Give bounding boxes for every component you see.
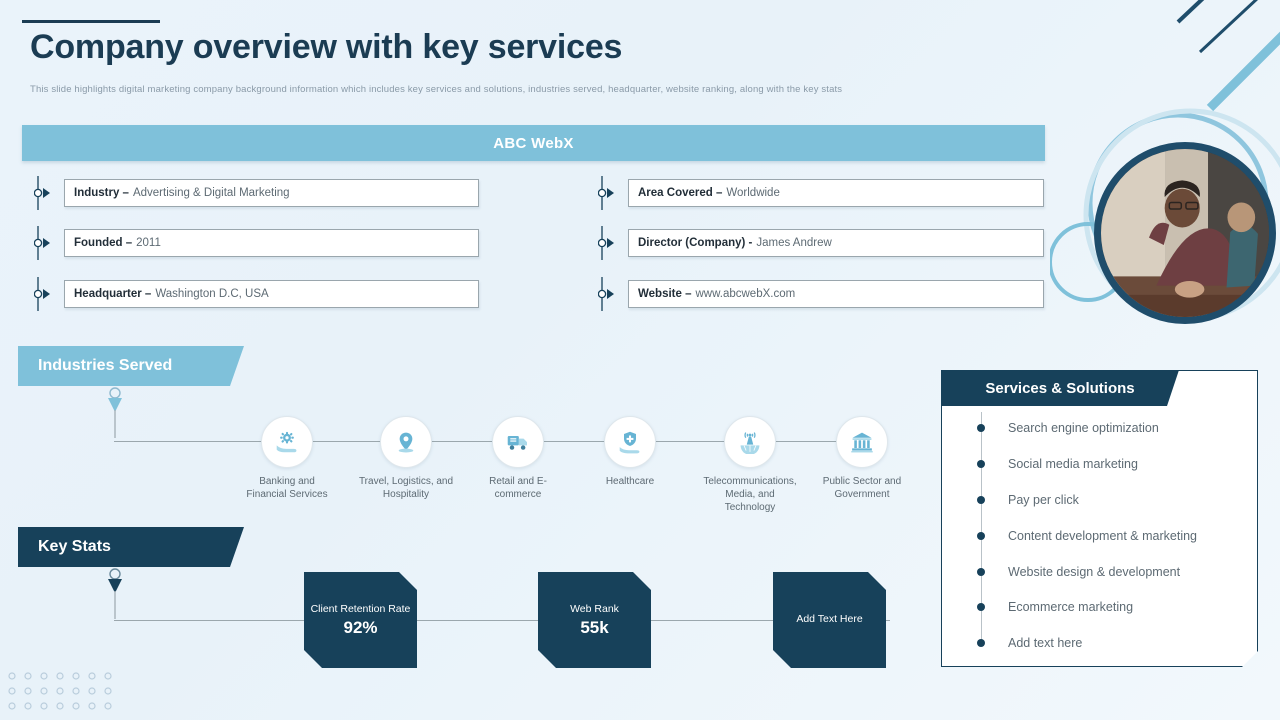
industry-node-telecom[interactable] bbox=[724, 416, 776, 468]
bullet-icon bbox=[977, 460, 985, 468]
industry-label-public-sector: Public Sector and Government bbox=[822, 476, 902, 500]
tab-industries-served[interactable]: Industries Served bbox=[18, 346, 244, 386]
industry-label-healthcare: Healthcare bbox=[605, 476, 655, 487]
services-panel-title: Services & Solutions bbox=[941, 370, 1179, 406]
location-pin-icon bbox=[398, 432, 414, 453]
service-list-item[interactable]: Ecommerce marketing bbox=[977, 600, 1134, 614]
info-marker-icon bbox=[34, 277, 50, 311]
company-name-band: ABC WebX bbox=[22, 125, 1045, 161]
info-label: Area Covered – bbox=[638, 187, 723, 199]
tab-key-stats[interactable]: Key Stats bbox=[18, 527, 244, 567]
delivery-truck-icon bbox=[507, 436, 527, 450]
service-label: Website design & development bbox=[1008, 565, 1181, 579]
government-building-icon bbox=[851, 432, 873, 453]
service-list-item[interactable]: Pay per click bbox=[977, 493, 1079, 507]
info-label: Website – bbox=[638, 288, 692, 300]
info-label: Founded – bbox=[74, 237, 133, 249]
stat-value: 55k bbox=[580, 617, 609, 637]
services-rail bbox=[981, 412, 982, 644]
info-value: Advertising & Digital Marketing bbox=[132, 187, 290, 199]
service-label: Ecommerce marketing bbox=[1008, 600, 1134, 614]
industry-label-telecom: Telecommunications, Media, and Technolog… bbox=[703, 476, 797, 513]
bullet-icon bbox=[977, 603, 985, 611]
company-name: ABC WebX bbox=[493, 134, 574, 152]
tab-label: Industries Served bbox=[38, 357, 173, 374]
industry-node-banking[interactable] bbox=[261, 416, 313, 468]
info-marker-icon bbox=[34, 226, 50, 260]
bullet-icon bbox=[977, 496, 985, 504]
tab-label: Key Stats bbox=[38, 538, 111, 555]
stat-value: 92% bbox=[343, 617, 378, 637]
key-stats-connector bbox=[108, 568, 122, 619]
stat-label: Web Rank bbox=[570, 602, 619, 615]
stat-label: Client Retention Rate bbox=[310, 602, 411, 615]
industries-connector bbox=[108, 387, 122, 438]
service-label: Content development & marketing bbox=[1008, 529, 1197, 543]
info-marker-icon bbox=[598, 226, 614, 260]
bullet-icon bbox=[977, 532, 985, 540]
stat-card-web-rank[interactable]: Web Rank 55k bbox=[538, 572, 651, 668]
stat-card-placeholder[interactable]: Add Text Here bbox=[773, 572, 886, 668]
service-list-item[interactable]: Search engine optimization bbox=[977, 421, 1159, 435]
info-value: Worldwide bbox=[726, 187, 780, 199]
info-box-website[interactable]: Website – www.abcwebX.com bbox=[628, 280, 1044, 308]
stat-label: Add Text Here bbox=[796, 612, 863, 625]
info-box-director[interactable]: Director (Company) - James Andrew bbox=[628, 229, 1044, 257]
info-box-industry[interactable]: Industry – Advertising & Digital Marketi… bbox=[64, 179, 479, 207]
page-subtitle: This slide highlights digital marketing … bbox=[30, 84, 843, 95]
service-list-item[interactable]: Add text here bbox=[977, 636, 1083, 650]
bullet-icon bbox=[977, 424, 985, 432]
title-rule bbox=[22, 20, 160, 23]
antenna-tower-icon bbox=[740, 432, 760, 454]
info-label: Director (Company) - bbox=[638, 237, 753, 249]
industry-node-healthcare[interactable] bbox=[604, 416, 656, 468]
service-label: Pay per click bbox=[1008, 493, 1079, 507]
hand-gear-icon bbox=[276, 431, 297, 453]
info-box-area-covered[interactable]: Area Covered – Worldwide bbox=[628, 179, 1044, 207]
industries-rail bbox=[114, 441, 862, 442]
services-panel bbox=[941, 370, 1258, 667]
info-label: Industry – bbox=[74, 187, 129, 199]
services-title-label: Services & Solutions bbox=[985, 379, 1135, 397]
dot-grid-decoration bbox=[8, 672, 112, 710]
service-label: Search engine optimization bbox=[1008, 421, 1159, 435]
info-marker-icon bbox=[598, 176, 614, 210]
stat-card-client-retention[interactable]: Client Retention Rate 92% bbox=[304, 572, 417, 668]
bullet-icon bbox=[977, 568, 985, 576]
service-label: Add text here bbox=[1008, 636, 1083, 650]
page-title: Company overview with key services bbox=[30, 28, 623, 66]
info-value: 2011 bbox=[136, 237, 161, 249]
info-box-headquarter[interactable]: Headquarter – Washington D.C, USA bbox=[64, 280, 479, 308]
info-marker-icon bbox=[34, 176, 50, 210]
industry-node-travel[interactable] bbox=[380, 416, 432, 468]
service-list-item[interactable]: Social media marketing bbox=[977, 457, 1138, 471]
info-value: www.abcwebX.com bbox=[695, 288, 796, 300]
industry-label-retail: Retail and E-commerce bbox=[489, 476, 547, 500]
key-stats-rail bbox=[114, 620, 890, 621]
hand-medical-shield-icon bbox=[619, 431, 640, 454]
industry-node-retail[interactable] bbox=[492, 416, 544, 468]
service-list-item[interactable]: Content development & marketing bbox=[977, 529, 1197, 543]
team-photo bbox=[1094, 142, 1276, 324]
info-value: Washington D.C, USA bbox=[155, 288, 269, 300]
info-box-founded[interactable]: Founded – 2011 bbox=[64, 229, 479, 257]
bullet-icon bbox=[977, 639, 985, 647]
industry-label-travel: Travel, Logistics, and Hospitality bbox=[358, 476, 454, 500]
info-marker-icon bbox=[598, 277, 614, 311]
info-label: Headquarter – bbox=[74, 288, 152, 300]
service-label: Social media marketing bbox=[1008, 457, 1138, 471]
service-list-item[interactable]: Website design & development bbox=[977, 565, 1181, 579]
industry-label-banking: Banking and Financial Services bbox=[246, 476, 328, 500]
info-value: James Andrew bbox=[756, 237, 832, 249]
industry-node-public-sector[interactable] bbox=[836, 416, 888, 468]
